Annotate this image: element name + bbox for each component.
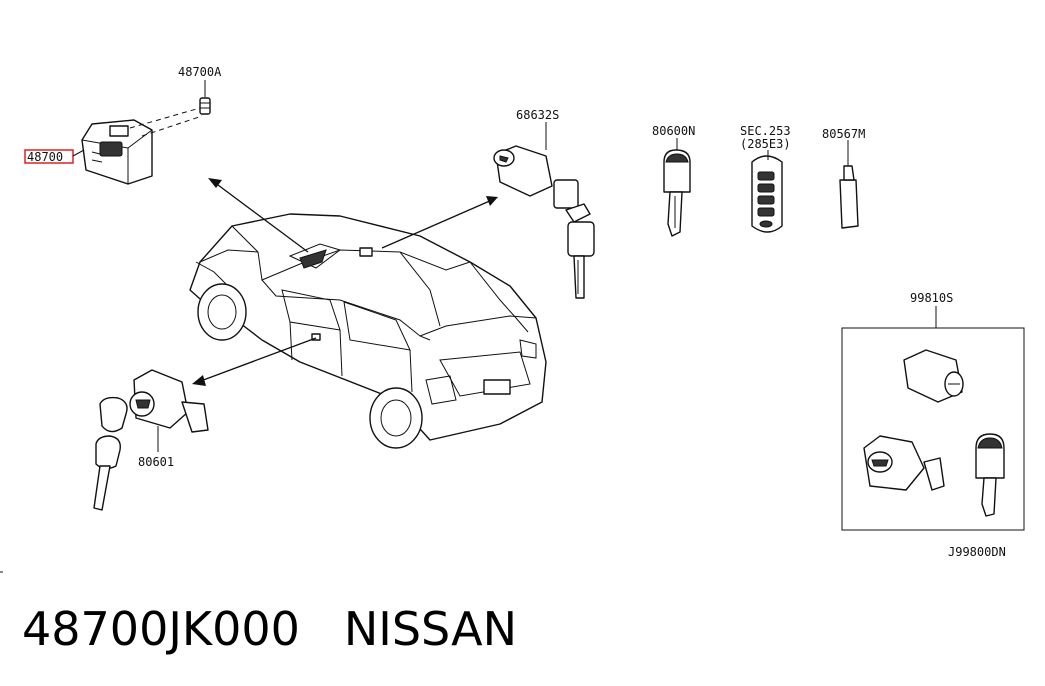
drawing-code: J99800DN <box>948 545 1006 559</box>
ignition-cylinder-set <box>493 145 595 299</box>
key-blank <box>663 149 691 237</box>
brand-name: NISSAN <box>343 602 517 656</box>
label-48700a: 48700A <box>178 65 222 79</box>
label-80567m: 80567M <box>822 127 865 141</box>
label-48700: 48700 <box>27 150 63 164</box>
label-68632s: 68632S <box>516 108 559 122</box>
clip-48700a <box>199 97 211 115</box>
highlighted-callout-48700: 48700 <box>24 149 74 164</box>
part-number: 48700JK000 <box>22 602 300 656</box>
label-80600n: 80600N <box>652 124 695 138</box>
footer-caption: 48700JK000 NISSAN <box>22 598 1022 660</box>
label-80601: 80601 <box>138 455 174 469</box>
smart-key-remote <box>751 155 783 233</box>
door-lock-assembly <box>93 369 209 511</box>
emergency-key <box>839 165 859 229</box>
steering-lock-module <box>81 119 153 185</box>
label-sec-253: SEC.253 <box>740 124 791 138</box>
car-illustration <box>189 213 547 449</box>
label-sec-285e3: (285E3) <box>740 137 791 151</box>
reference-arrows <box>192 178 498 386</box>
lock-kit-box <box>841 306 1025 531</box>
label-99810s: 99810S <box>910 291 953 305</box>
